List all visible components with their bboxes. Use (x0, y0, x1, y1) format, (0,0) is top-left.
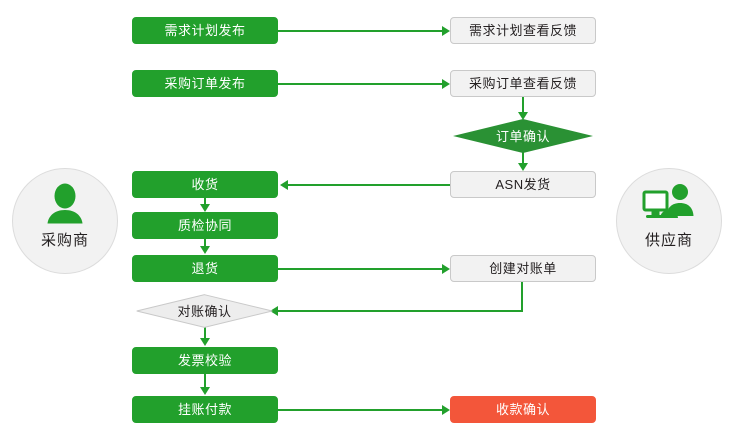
actor-label: 供应商 (644, 232, 693, 249)
arrowhead-return (200, 246, 210, 254)
node-reconcile-confirm[interactable]: 对账确认 (136, 294, 273, 328)
connector-quality-to-return (204, 239, 206, 247)
node-demand-plan-publish[interactable]: 需求计划发布 (132, 17, 278, 44)
node-receipt-confirm[interactable]: 收款确认 (450, 396, 596, 423)
person-at-computer-icon (642, 184, 694, 218)
node-label: 需求计划发布 (164, 23, 246, 38)
node-label: 质检协同 (177, 218, 232, 233)
arrowhead-payment (200, 387, 210, 395)
arrowhead-demand-plan (442, 26, 450, 36)
arrowhead-reconcile (270, 306, 278, 316)
node-label: 订单确认 (495, 128, 550, 144)
node-invoice-verify[interactable]: 发票校验 (132, 347, 278, 374)
node-demand-plan-feedback[interactable]: 需求计划查看反馈 (450, 17, 596, 44)
actor-supplier[interactable]: 供应商 (616, 168, 722, 274)
arrowhead-quality (200, 204, 210, 212)
diamond-shape-icon (136, 294, 273, 328)
node-label: 对账确认 (177, 303, 232, 319)
actor-buyer[interactable]: 采购商 (12, 168, 118, 274)
connector-asn-to-receipt (288, 184, 450, 186)
node-payment-posting[interactable]: 挂账付款 (132, 396, 278, 423)
node-label: 挂账付款 (177, 402, 232, 417)
node-return-goods[interactable]: 退货 (132, 255, 278, 282)
person-icon (47, 183, 83, 224)
arrowhead-statement (442, 264, 450, 274)
node-po-publish[interactable]: 采购订单发布 (132, 70, 278, 97)
connector-payment-to-receipt-confirm (278, 409, 442, 411)
node-label: 创建对账单 (489, 261, 557, 276)
connector-receipt-to-quality (204, 198, 206, 206)
connector-statement-to-reconcile (278, 310, 523, 312)
node-create-statement[interactable]: 创建对账单 (450, 255, 596, 282)
connector-po-to-order-confirm (522, 96, 524, 113)
node-asn-shipment[interactable]: ASN发货 (450, 171, 596, 198)
connector-return-to-statement (278, 268, 442, 270)
connector-order-confirm-to-asn (522, 152, 524, 166)
arrowhead-order-confirm (518, 112, 528, 120)
node-label: 收货 (191, 177, 219, 192)
actor-label: 采购商 (40, 232, 89, 249)
connector-invoice-to-payment (204, 374, 206, 388)
connector-demand-plan (278, 30, 442, 32)
node-order-confirm[interactable]: 订单确认 (453, 119, 593, 153)
node-po-feedback[interactable]: 采购订单查看反馈 (450, 70, 596, 97)
node-label: 收款确认 (495, 402, 550, 417)
connector-statement-drop (521, 281, 523, 312)
connector-reconcile-to-invoice (204, 327, 206, 339)
node-label: 需求计划查看反馈 (468, 23, 577, 38)
node-quality-collab[interactable]: 质检协同 (132, 212, 278, 239)
arrowhead-goods-receipt (280, 180, 288, 190)
arrowhead-asn (518, 163, 528, 171)
node-label: 退货 (191, 261, 219, 276)
node-goods-receipt[interactable]: 收货 (132, 171, 278, 198)
connector-po-publish (278, 83, 442, 85)
arrowhead-po-publish (442, 79, 450, 89)
node-label: ASN发货 (495, 177, 551, 192)
arrowhead-receipt-confirm (442, 405, 450, 415)
arrowhead-invoice (200, 338, 210, 346)
node-label: 采购订单发布 (164, 76, 246, 91)
diamond-shape-icon (453, 119, 593, 153)
node-label: 发票校验 (177, 353, 232, 368)
node-label: 采购订单查看反馈 (468, 76, 577, 91)
